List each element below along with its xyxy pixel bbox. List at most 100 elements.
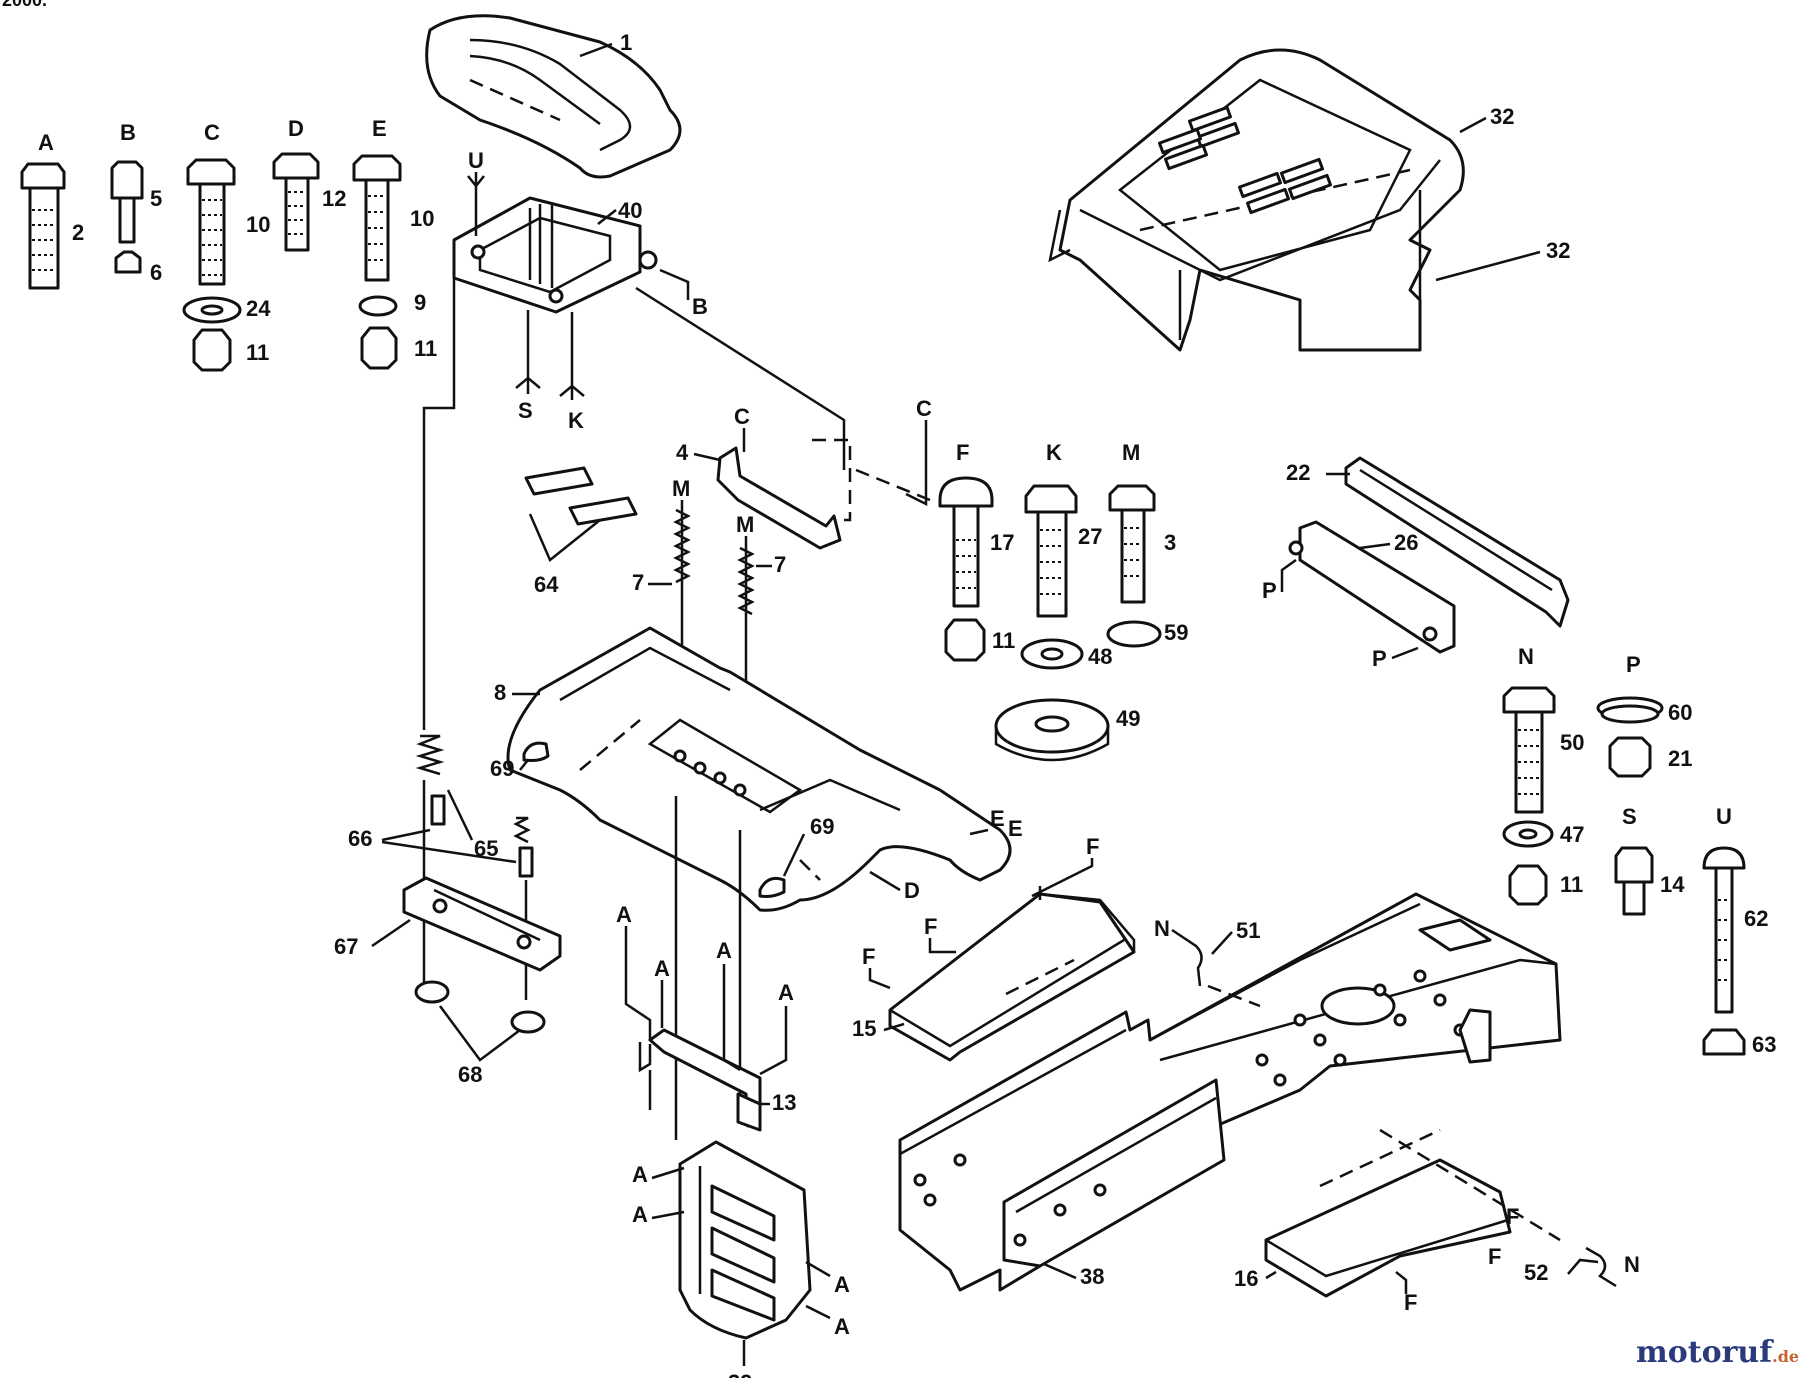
hardware-e: E 10 9 11 bbox=[352, 116, 437, 370]
label-67: 67 bbox=[334, 934, 358, 959]
ref-c2: C bbox=[916, 396, 932, 421]
seat-spring-mount: 66 65 67 68 bbox=[334, 734, 562, 1087]
hw-letter-e: E bbox=[372, 116, 387, 141]
label-66: 66 bbox=[348, 826, 372, 851]
ref-m1: M bbox=[672, 476, 690, 501]
hw-letter-c: C bbox=[204, 120, 220, 145]
hw-letter-b: B bbox=[120, 120, 136, 145]
ref-f5: F bbox=[1488, 1244, 1501, 1269]
ref-m2: M bbox=[736, 512, 754, 537]
hardware-d: D 12 bbox=[272, 116, 346, 252]
label-7b: 7 bbox=[774, 552, 786, 577]
label-14: 14 bbox=[1660, 872, 1685, 897]
label-22: 22 bbox=[1286, 460, 1310, 485]
label-9: 9 bbox=[414, 290, 426, 315]
label-27: 27 bbox=[1078, 524, 1102, 549]
footrest-left: 15 F F F bbox=[852, 834, 1136, 1062]
hardware-c: C 10 24 11 bbox=[182, 120, 271, 372]
label-52: 52 bbox=[1524, 1260, 1548, 1285]
hw-letter-n: N bbox=[1518, 644, 1534, 669]
hood: 32 32 bbox=[1048, 48, 1570, 352]
hw-letter-m: M bbox=[1122, 440, 1140, 465]
label-38: 38 bbox=[1080, 1264, 1104, 1289]
label-2: 2 bbox=[72, 220, 84, 245]
label-11b: 11 bbox=[414, 336, 437, 361]
label-49: 49 bbox=[1116, 706, 1140, 731]
ref-f4: F bbox=[1506, 1204, 1519, 1229]
label-4: 4 bbox=[676, 440, 689, 465]
label-11d: 11 bbox=[1560, 872, 1583, 897]
label-64: 64 bbox=[534, 572, 559, 597]
ref-marks-seat: U S K B bbox=[467, 148, 708, 433]
ref-a7: A bbox=[834, 1272, 850, 1297]
label-59: 59 bbox=[1164, 620, 1188, 645]
label-12: 12 bbox=[322, 186, 346, 211]
ref-a1: A bbox=[616, 902, 632, 927]
ref-n1: N bbox=[1154, 916, 1170, 941]
label-69a: 69 bbox=[490, 756, 514, 781]
body-panel: 8 69 69 E E D bbox=[490, 626, 1023, 912]
seat: 1 bbox=[425, 14, 682, 179]
hardware-k: K 27 48 49 bbox=[994, 440, 1140, 762]
label-26: 26 bbox=[1394, 530, 1418, 555]
label-6: 6 bbox=[150, 260, 162, 285]
label-69b: 69 bbox=[810, 814, 834, 839]
hardware-m: M 3 59 bbox=[1106, 440, 1188, 648]
label-24: 24 bbox=[246, 296, 271, 321]
label-65: 65 bbox=[474, 836, 498, 861]
label-40: 40 bbox=[618, 198, 642, 223]
ref-p1: P bbox=[1262, 578, 1277, 603]
ref-u: U bbox=[468, 148, 484, 173]
watermark: motoruf.de bbox=[1636, 1335, 1799, 1370]
hw-letter-a: A bbox=[38, 130, 54, 155]
ref-f6: F bbox=[1404, 1290, 1417, 1315]
hw-letter-k: K bbox=[1046, 440, 1062, 465]
watermark-main: motoruf.de bbox=[1636, 1335, 1799, 1370]
dash-panel: A A A A 39 bbox=[632, 1140, 850, 1378]
hw-letter-d: D bbox=[288, 116, 304, 141]
hw-letter-u: U bbox=[1716, 804, 1732, 829]
ref-k: K bbox=[568, 408, 584, 433]
ref-s: S bbox=[518, 398, 533, 423]
frame: 38 bbox=[898, 892, 1562, 1292]
ref-c1: C bbox=[734, 404, 750, 429]
top-fragment: 2000. bbox=[2, 0, 47, 10]
hardware-b: B 5 6 bbox=[110, 120, 162, 285]
label-17: 17 bbox=[990, 530, 1014, 555]
label-48: 48 bbox=[1088, 644, 1112, 669]
pads: 64 bbox=[524, 466, 638, 597]
ref-p2: P bbox=[1372, 646, 1387, 671]
label-16: 16 bbox=[1234, 1266, 1258, 1291]
ref-n2: N bbox=[1624, 1252, 1640, 1277]
ref-f1: F bbox=[924, 914, 937, 939]
hw-letter-p: P bbox=[1626, 652, 1641, 677]
ref-e1: E bbox=[990, 806, 1005, 831]
hardware-f: F 17 11 bbox=[938, 440, 1015, 662]
hw-letter-s: S bbox=[1622, 804, 1637, 829]
ref-d: D bbox=[904, 878, 920, 903]
hardware-a: A 2 bbox=[20, 130, 84, 290]
label-51: 51 bbox=[1236, 918, 1260, 943]
label-3: 3 bbox=[1164, 530, 1176, 555]
ref-a5: A bbox=[632, 1162, 648, 1187]
label-32b: 32 bbox=[1546, 238, 1570, 263]
label-60: 60 bbox=[1668, 700, 1692, 725]
label-10a: 10 bbox=[246, 212, 270, 237]
label-21: 21 bbox=[1668, 746, 1692, 771]
ref-f2: F bbox=[862, 944, 875, 969]
label-47: 47 bbox=[1560, 822, 1584, 847]
label-15: 15 bbox=[852, 1016, 876, 1041]
frame-bracket: 13 A A A A bbox=[616, 902, 796, 1132]
hardware-n: N 50 47 11 bbox=[1502, 644, 1584, 906]
ref-b: B bbox=[692, 294, 708, 319]
ref-a8: A bbox=[834, 1314, 850, 1339]
seat-bracket: 4 C C bbox=[676, 396, 932, 550]
hw-letter-f: F bbox=[956, 440, 969, 465]
label-13: 13 bbox=[772, 1090, 796, 1115]
label-10b: 10 bbox=[410, 206, 434, 231]
rear-bracket: 22 26 P P bbox=[1262, 456, 1570, 671]
label-50: 50 bbox=[1560, 730, 1584, 755]
label-68: 68 bbox=[458, 1062, 482, 1087]
label-39: 39 bbox=[728, 1370, 752, 1378]
